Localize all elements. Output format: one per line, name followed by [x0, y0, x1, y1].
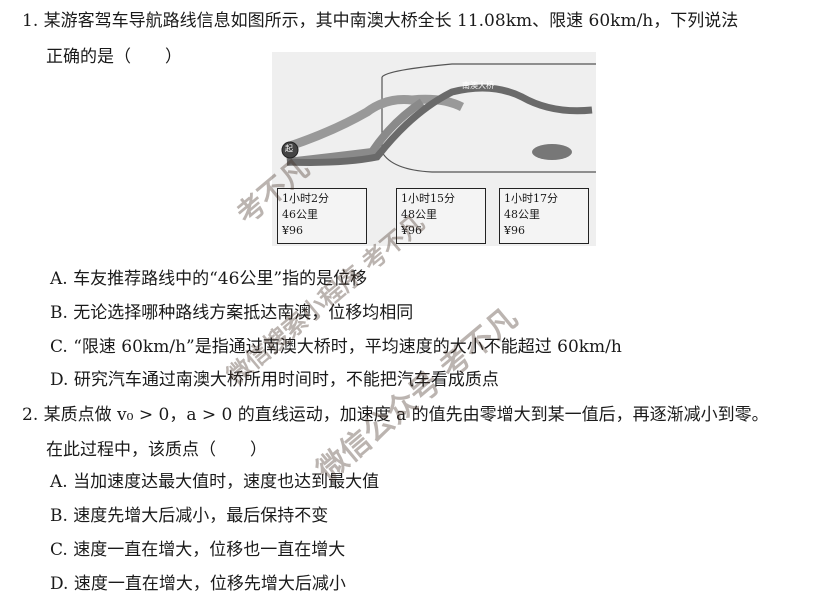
start-marker: 起 [285, 144, 293, 153]
q1-option-d[interactable]: D. 研究汽车通过南澳大桥所用时间时，不能把汽车看成质点 [50, 370, 499, 390]
q2-option-d[interactable]: D. 速度一直在增大，位移先增大后减小 [50, 574, 346, 594]
route-option-2[interactable]: 1小时15分 48公里 ¥96 [396, 188, 486, 244]
route-option-3[interactable]: 1小时17分 48公里 ¥96 [499, 188, 589, 244]
q1-stem-cont: 正确的是（ ） [46, 47, 182, 67]
q2-stem: 2. 某质点做 v₀ > 0，a > 0 的直线运动，加速度 a 的值先由零增大… [22, 405, 769, 425]
q2-option-c[interactable]: C. 速度一直在增大，位移也一直在增大 [50, 540, 346, 560]
route-map-graphic [281, 63, 596, 173]
route-time: 1小时15分 [401, 192, 455, 205]
q2-stem-cont: 在此过程中，该质点（ ） [46, 440, 267, 460]
route-price: ¥96 [401, 224, 422, 237]
q1-stem: 1. 某游客驾车导航路线信息如图所示，其中南澳大桥全长 11.08km、限速 6… [22, 11, 739, 31]
bridge-label: 南澳大桥 [462, 81, 494, 90]
route-distance: 46公里 [282, 208, 318, 221]
route-price: ¥96 [504, 224, 525, 237]
q1-option-b[interactable]: B. 无论选择哪种路线方案抵达南澳，位移均相同 [50, 303, 414, 323]
route-option-1[interactable]: 1小时2分 46公里 ¥96 [277, 188, 367, 244]
route-time: 1小时17分 [504, 192, 558, 205]
q2-option-b[interactable]: B. 速度先增大后减小，最后保持不变 [50, 506, 329, 526]
q2-option-a[interactable]: A. 当加速度达最大值时，速度也达到最大值 [50, 472, 380, 492]
route-distance: 48公里 [401, 208, 437, 221]
navigation-map: 南澳大桥 起 1小时2分 46公里 ¥96 1小时15分 48公里 ¥96 1小… [272, 52, 596, 246]
route-distance: 48公里 [504, 208, 540, 221]
route-time: 1小时2分 [282, 192, 329, 205]
route-price: ¥96 [282, 224, 303, 237]
q1-option-a[interactable]: A. 车友推荐路线中的“46公里”指的是位移 [50, 269, 368, 289]
q1-option-c[interactable]: C. “限速 60km/h”是指通过南澳大桥时，平均速度的大小不能超过 60km… [50, 337, 622, 357]
